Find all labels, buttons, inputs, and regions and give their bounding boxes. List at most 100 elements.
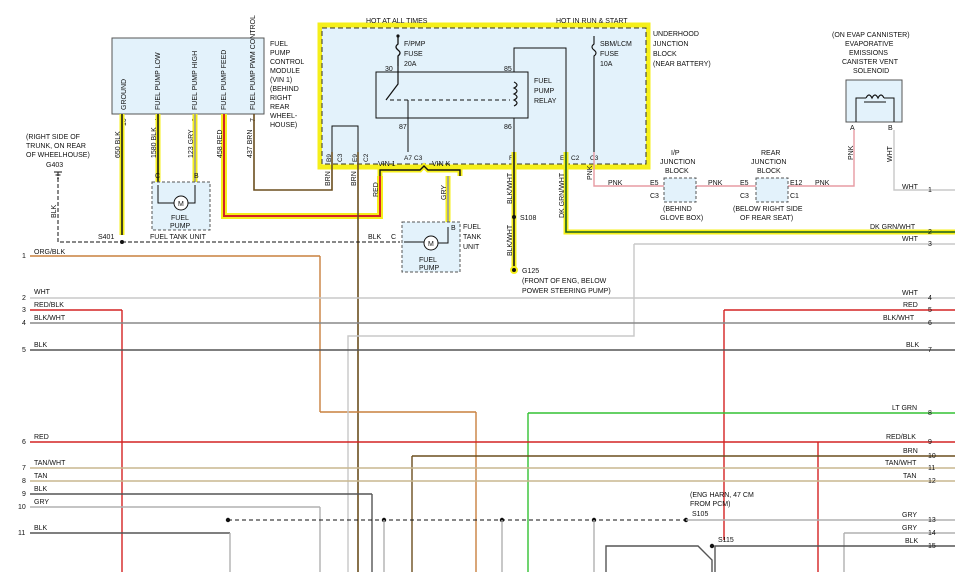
solenoid-leads <box>855 97 895 122</box>
fpcm-pin-pwm: FUEL PUMP PWM CONTROL <box>250 15 257 110</box>
svg-text:PUMP: PUMP <box>419 265 440 272</box>
svg-text:LT GRN: LT GRN <box>892 405 917 412</box>
fpcm-label: FUEL PUMP CONTROL MODULE (VIN 1) (BEHIND… <box>270 41 304 129</box>
svg-text:CONTROL: CONTROL <box>270 59 304 66</box>
svg-text:3: 3 <box>22 307 26 314</box>
evap-wht-wire <box>893 130 955 191</box>
fuel-tank-unit-2-label: FUEL TANK UNIT <box>463 224 481 251</box>
brn-label-1: BRN <box>325 171 332 186</box>
svg-text:7: 7 <box>928 347 932 354</box>
fpcm-pin-low: FUEL PUMP LOW <box>155 52 162 110</box>
conn-c2: C2 <box>363 153 370 162</box>
pump2-conn-c: C <box>391 234 396 241</box>
svg-text:TAN/WHT: TAN/WHT <box>34 460 66 467</box>
ground-g125-note: (FRONT OF ENG, BELOW POWER STEERING PUMP… <box>522 278 611 295</box>
svg-text:GRY: GRY <box>34 499 49 506</box>
svg-text:RIGHT: RIGHT <box>270 95 293 102</box>
rear-junction-note: (BELOW RIGHT SIDE OF REAR SEAT) <box>733 206 803 222</box>
conn-c3: C3 <box>337 153 344 162</box>
svg-text:BRN: BRN <box>903 448 918 455</box>
fpmp-fuse-symbol <box>395 36 401 66</box>
svg-text:1: 1 <box>22 253 26 260</box>
svg-text:FUSE: FUSE <box>404 51 423 58</box>
hot-run-start-label: HOT IN RUN & START <box>556 18 628 25</box>
fuel-tank-unit-1-label: FUEL TANK UNIT <box>150 234 207 241</box>
svg-text:(ENG HARN, 47 CM: (ENG HARN, 47 CM <box>690 492 754 499</box>
gry-label: GRY <box>441 185 448 200</box>
svg-text:2: 2 <box>22 295 26 302</box>
svg-text:JUNCTION: JUNCTION <box>751 159 786 166</box>
svg-text:7: 7 <box>22 465 26 472</box>
vin-k-label: VIN K <box>432 161 451 168</box>
svg-text:(NEAR BATTERY): (NEAR BATTERY) <box>653 61 711 68</box>
svg-text:RED/BLK: RED/BLK <box>886 434 916 441</box>
evap-pin-b: B <box>888 125 893 132</box>
rear-pin-c3: C3 <box>740 193 749 200</box>
svg-text:TAN: TAN <box>34 473 47 480</box>
svg-text:5: 5 <box>22 347 26 354</box>
svg-text:FUEL: FUEL <box>419 257 437 264</box>
svg-text:BLK/WHT: BLK/WHT <box>34 315 66 322</box>
hot-all-times-label: HOT AT ALL TIMES <box>366 18 428 25</box>
pump1-conn-c: C <box>155 173 160 180</box>
s115-branch <box>605 545 713 572</box>
svg-text:FROM PCM): FROM PCM) <box>690 501 730 508</box>
svg-text:GRY: GRY <box>902 512 917 519</box>
underhood-block-box <box>321 27 647 165</box>
svg-text:(BELOW RIGHT SIDE: (BELOW RIGHT SIDE <box>733 206 803 213</box>
svg-text:SBM/LCM: SBM/LCM <box>600 41 632 48</box>
ip-junction-box <box>663 177 697 203</box>
splice-s115-dot <box>709 543 715 549</box>
wire-458-red <box>223 114 381 217</box>
svg-text:I/P: I/P <box>671 150 680 157</box>
svg-text:JUNCTION: JUNCTION <box>653 41 688 48</box>
fpcm-pin-high: FUEL PUMP HIGH <box>192 51 199 110</box>
fuel-pump-1-motor-m: M <box>178 201 184 208</box>
relay-pin-86: 86 <box>504 124 512 131</box>
fpcm-pin-ground: GROUND <box>121 79 128 110</box>
rear-junction-box <box>755 177 789 203</box>
ip-junction-label: I/P JUNCTION BLOCK <box>660 150 695 175</box>
svg-text:TAN/WHT: TAN/WHT <box>885 460 917 467</box>
fpcm-box <box>111 37 265 115</box>
pump1-conn-b: B <box>194 173 199 180</box>
splice-s401: S401 <box>98 234 114 241</box>
svg-text:(BEHIND: (BEHIND <box>270 86 299 93</box>
svg-text:(RIGHT SIDE OF: (RIGHT SIDE OF <box>26 134 80 141</box>
svg-text:FUSE: FUSE <box>600 51 619 58</box>
splice-s115: S115 <box>718 537 734 544</box>
svg-text:GRY: GRY <box>902 525 917 532</box>
fpcm-pin-feed: FUEL PUMP FEED <box>221 50 228 110</box>
svg-text:2: 2 <box>928 229 932 236</box>
relay-pin-87: 87 <box>399 124 407 131</box>
svg-text:MODULE: MODULE <box>270 68 300 75</box>
wire-1580-blk-label: 1580 BLK <box>151 127 158 158</box>
svg-text:10A: 10A <box>600 61 613 68</box>
ground-g125-id: G125 <box>522 268 539 275</box>
svg-text:HOUSE): HOUSE) <box>270 122 297 129</box>
rear-pin-c1: C1 <box>790 193 799 200</box>
fuel-pump-1-label: FUEL PUMP <box>170 215 191 230</box>
svg-text:15: 15 <box>928 543 936 550</box>
svg-text:WHT: WHT <box>902 236 919 243</box>
svg-text:GLOVE BOX): GLOVE BOX) <box>660 215 703 222</box>
relay-coil-icon <box>512 81 518 107</box>
red-label: RED <box>373 182 380 197</box>
b9-internal-wire <box>331 125 359 152</box>
splice-s105: S105 <box>692 511 708 518</box>
fuel-pump-2-label: FUEL PUMP <box>419 257 440 272</box>
relay-pin-30: 30 <box>385 66 393 73</box>
fuel-pump-2-motor-m: M <box>428 241 434 248</box>
svg-text:BLK: BLK <box>34 342 48 349</box>
wire-437-brn-label: 437 BRN <box>247 130 254 158</box>
svg-text:(VIN 1): (VIN 1) <box>270 77 292 84</box>
evap-wht-label: WHT <box>887 145 894 162</box>
row-wire-r3-drop <box>347 244 635 572</box>
svg-text:BLK: BLK <box>906 342 920 349</box>
svg-text:EVAPORATIVE: EVAPORATIVE <box>845 41 894 48</box>
solenoid-coil-icon <box>865 94 885 100</box>
svg-text:CANISTER VENT: CANISTER VENT <box>842 59 899 66</box>
svg-text:3: 3 <box>928 241 932 248</box>
svg-text:FUEL: FUEL <box>463 224 481 231</box>
